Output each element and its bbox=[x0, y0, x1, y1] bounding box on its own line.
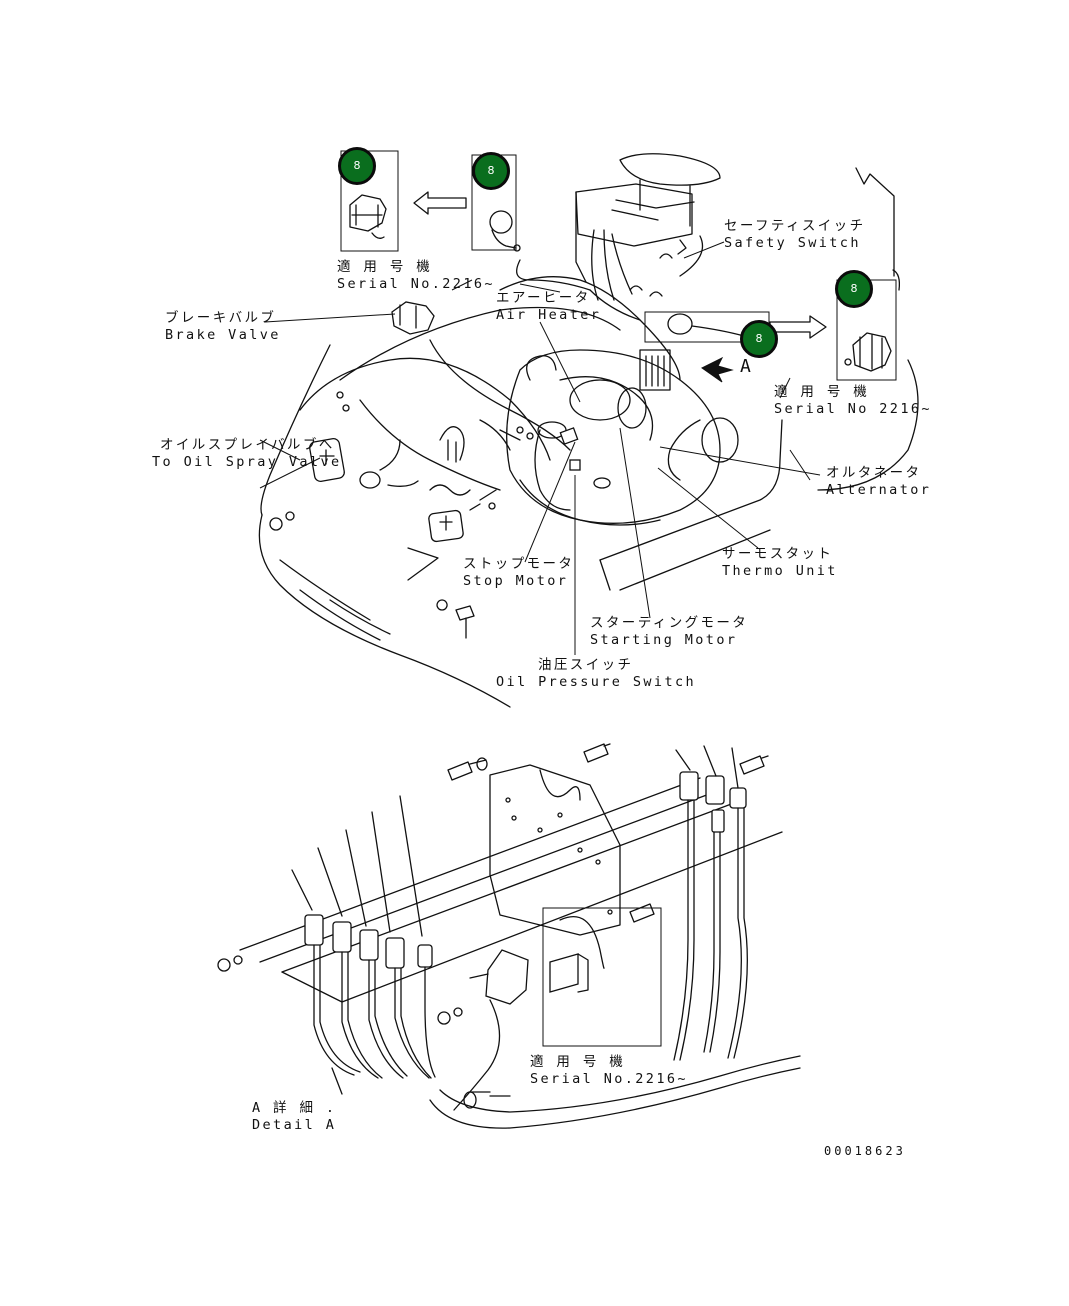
part-badge-brake-valve[interactable]: 8 bbox=[472, 152, 510, 190]
label-detail-a-jp: A 詳 細 . bbox=[252, 1100, 337, 1116]
label-serial-top-left: 適 用 号 機 Serial No.2216~ bbox=[337, 259, 495, 293]
label-oil-pressure-switch-en: Oil Pressure Switch bbox=[496, 674, 697, 690]
engine-assembly bbox=[258, 153, 919, 708]
label-oil-pressure-switch: 油圧スイッチ Oil Pressure Switch bbox=[496, 657, 696, 691]
label-serial-right-en: Serial No 2216~ bbox=[774, 401, 932, 417]
inset-arrow-right bbox=[769, 315, 827, 339]
label-alternator-en: Alternator bbox=[826, 482, 932, 498]
inset-arrow-left bbox=[413, 191, 467, 215]
label-serial-bottom-jp: 適 用 号 機 bbox=[530, 1054, 626, 1070]
part-badge-alternator-serial[interactable]: 8 bbox=[835, 270, 873, 308]
label-air-heater-jp: エアーヒータ bbox=[496, 290, 591, 306]
label-air-heater: エアーヒータ Air Heater bbox=[496, 290, 601, 324]
label-serial-right-jp: 適 用 号 機 bbox=[774, 384, 870, 400]
label-serial-top-left-jp: 適 用 号 機 bbox=[337, 259, 433, 275]
label-air-heater-en: Air Heater bbox=[496, 307, 602, 323]
label-stop-motor: ストップモータ Stop Motor bbox=[463, 556, 574, 590]
label-thermo-unit-en: Thermo Unit bbox=[722, 563, 838, 579]
label-starting-motor-en: Starting Motor bbox=[590, 632, 738, 648]
label-oil-spray-valve-jp: オイルスプレイバルブへ bbox=[160, 437, 335, 453]
label-brake-valve: ブレーキバルブ Brake Valve bbox=[165, 310, 281, 344]
label-view-a: A bbox=[740, 356, 754, 377]
label-alternator: オルタネータ Alternator bbox=[826, 465, 931, 499]
label-oil-spray-valve: オイルスプレイバルブへ To Oil Spray Valve bbox=[152, 437, 342, 471]
label-safety-switch: セーフティスイッチ Safety Switch bbox=[724, 218, 865, 252]
label-stop-motor-en: Stop Motor bbox=[463, 573, 569, 589]
label-oil-pressure-switch-jp: 油圧スイッチ bbox=[538, 657, 634, 673]
label-alternator-jp: オルタネータ bbox=[826, 465, 922, 481]
leader-lines bbox=[259, 241, 821, 655]
label-brake-valve-en: Brake Valve bbox=[165, 327, 281, 343]
label-thermo-unit: サーモスタット Thermo Unit bbox=[722, 546, 838, 580]
label-serial-right: 適 用 号 機 Serial No 2216~ bbox=[774, 384, 932, 418]
label-brake-valve-jp: ブレーキバルブ bbox=[165, 310, 277, 326]
label-starting-motor-jp: スターティングモータ bbox=[590, 615, 749, 631]
label-starting-motor: スターティングモータ Starting Motor bbox=[590, 615, 748, 649]
label-serial-top-left-en: Serial No.2216~ bbox=[337, 276, 495, 292]
label-oil-spray-valve-en: To Oil Spray Valve bbox=[152, 454, 342, 470]
label-detail-a-en: Detail A bbox=[252, 1117, 337, 1133]
label-safety-switch-jp: セーフティスイッチ bbox=[724, 218, 866, 234]
label-detail-a: A 詳 細 . Detail A bbox=[252, 1100, 336, 1134]
detail-a-assembly bbox=[217, 743, 801, 1129]
label-serial-bottom: 適 用 号 機 Serial No.2216~ bbox=[530, 1054, 688, 1088]
part-badge-brake-valve-serial[interactable]: 8 bbox=[338, 147, 376, 185]
label-serial-bottom-en: Serial No.2216~ bbox=[530, 1071, 688, 1087]
part-badge-alternator-part[interactable]: 8 bbox=[740, 320, 778, 358]
label-stop-motor-jp: ストップモータ bbox=[463, 556, 575, 572]
label-thermo-unit-jp: サーモスタット bbox=[722, 546, 834, 562]
label-safety-switch-en: Safety Switch bbox=[724, 235, 861, 251]
drawing-number: 00018623 bbox=[824, 1144, 906, 1158]
